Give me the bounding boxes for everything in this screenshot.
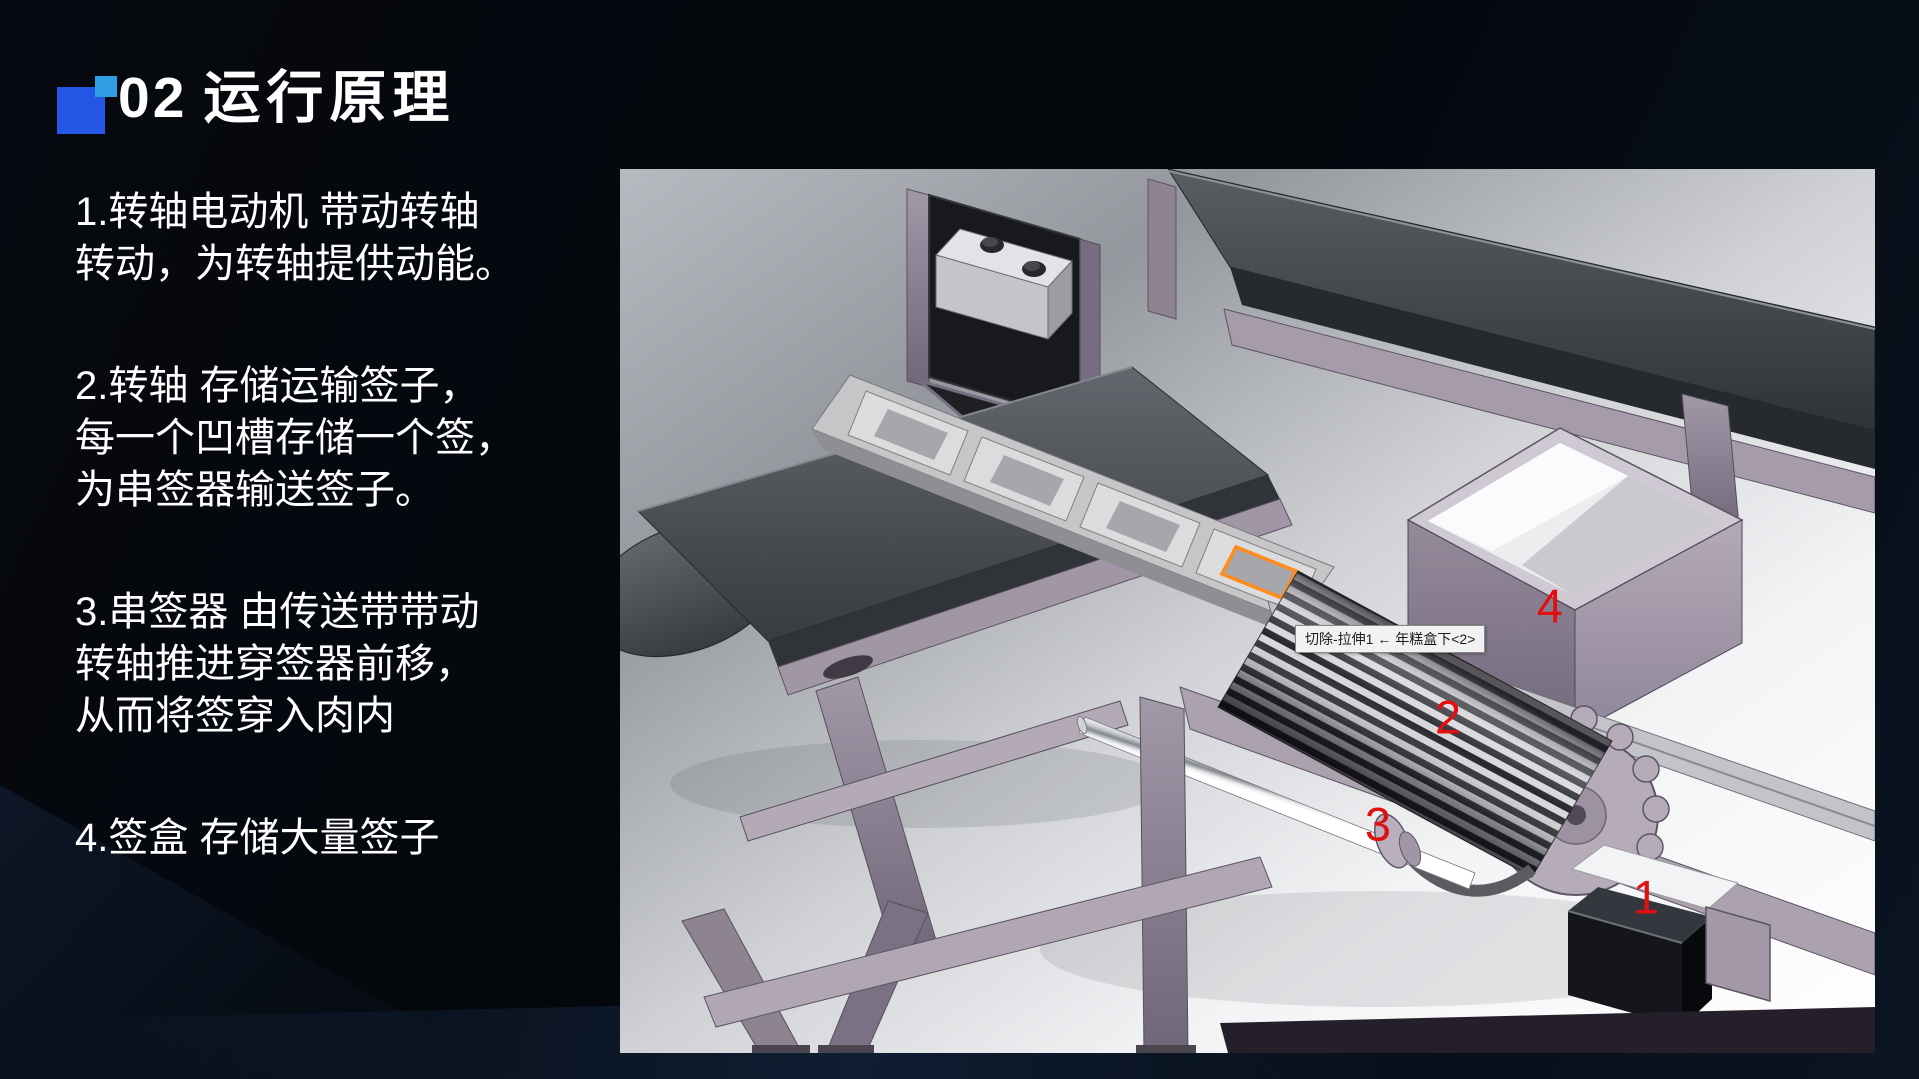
- title-text: 运行原理: [203, 66, 456, 130]
- title-number: 02: [118, 66, 188, 130]
- description-list: 1.转轴电动机 带动转轴 转动，为转轴提供动能。 2.转轴 存储运输签子， 每一…: [75, 186, 545, 934]
- note-1: 1.转轴电动机 带动转轴 转动，为转轴提供动能。: [75, 190, 515, 286]
- mold-trays: [811, 374, 1335, 641]
- stepper-motor: [1567, 844, 1771, 1027]
- motor-flange: [1705, 906, 1771, 1002]
- callout-4: 4: [1536, 579, 1564, 633]
- callout-1: 1: [1632, 870, 1660, 924]
- machine-3d-render: [620, 169, 1875, 1053]
- control-box: [935, 228, 1073, 341]
- note-2: 2.转轴 存储运输签子， 每一个凹槽存储一个签， 为串签器输送签子。: [75, 364, 515, 512]
- cad-tooltip: 切除-拉伸1 ← 年糕盒下<2>: [1295, 625, 1486, 653]
- callout-3: 3: [1364, 797, 1392, 851]
- note-4: 4.签盒 存储大量签子: [75, 816, 440, 860]
- stick-box: [1406, 427, 1744, 734]
- frame-legs: [681, 696, 1875, 1053]
- cad-viewport[interactable]: 切除-拉伸1 ← 年糕盒下<2> 1 2 3 4: [620, 169, 1875, 1053]
- note-3: 3.串签器 由传送带带动 转轴推进穿签器前移， 从而将签穿入肉内: [75, 590, 480, 738]
- callout-2: 2: [1434, 690, 1462, 744]
- title-accent-square-small: [95, 76, 117, 97]
